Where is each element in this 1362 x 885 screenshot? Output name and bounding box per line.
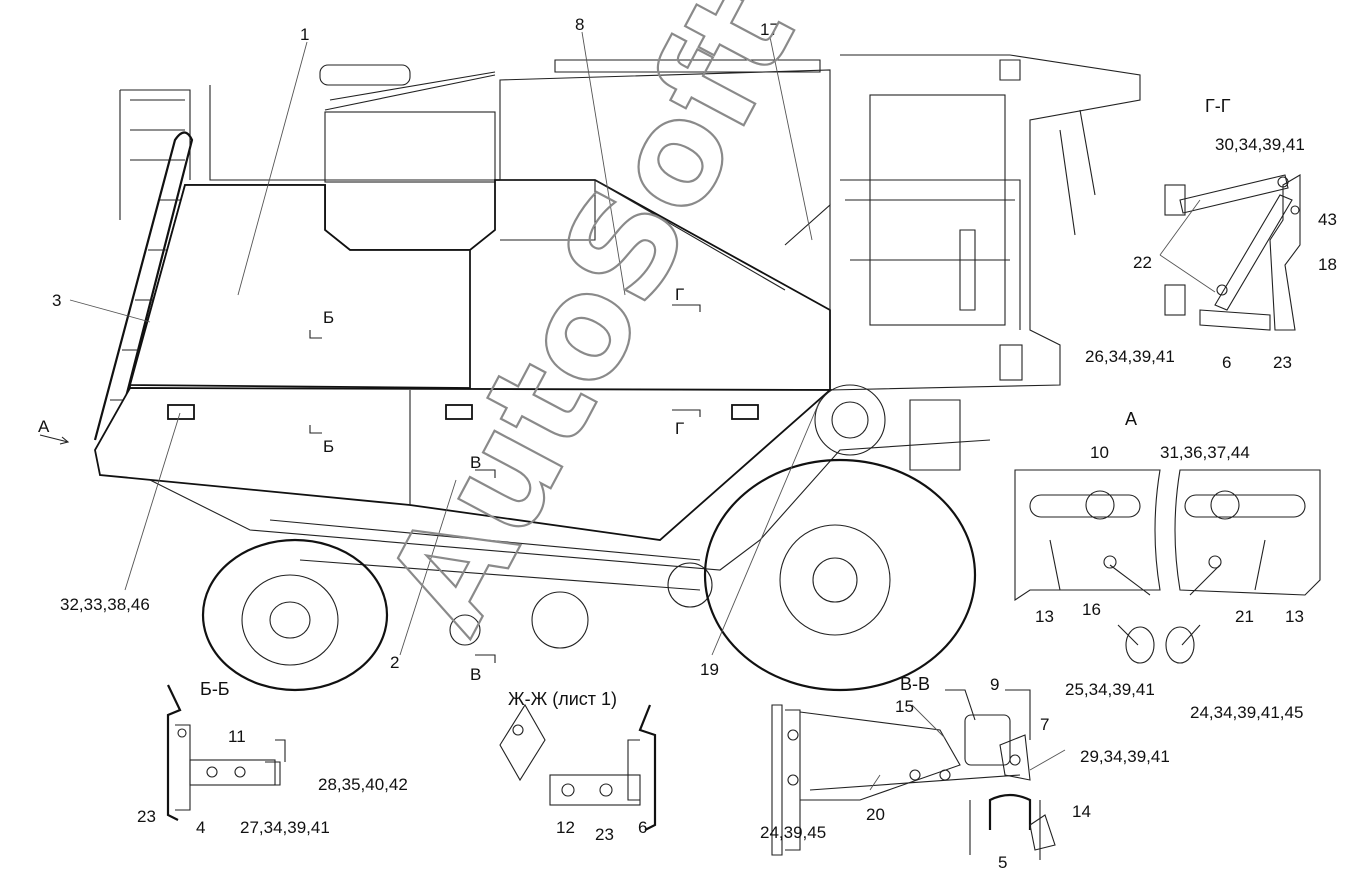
- callout-19: 19: [700, 660, 719, 679]
- section-vv-title: В-В: [900, 674, 930, 694]
- section-zhzh-title: Ж-Ж (лист 1): [508, 689, 617, 709]
- vv-callout-20: 20: [866, 805, 885, 824]
- bb-callout-27: 27,34,39,41: [240, 818, 330, 837]
- callout-3: 3: [52, 291, 61, 310]
- vv-callout-5: 5: [998, 853, 1007, 872]
- gg-callout-26: 26,34,39,41: [1085, 347, 1175, 366]
- gg-callout-22: 22: [1133, 253, 1152, 272]
- bb-callout-23: 23: [137, 807, 156, 826]
- section-bb-title: Б-Б: [200, 679, 230, 699]
- zh-callout-23: 23: [595, 825, 614, 844]
- marker-g-bot: Г: [675, 419, 684, 438]
- marker-b-bot: Б: [323, 437, 334, 456]
- view-a-title: А: [1125, 409, 1137, 429]
- zh-callout-12: 12: [556, 818, 575, 837]
- a-callout-13l: 13: [1035, 607, 1054, 626]
- bb-callout-28: 28,35,40,42: [318, 775, 408, 794]
- marker-a-arrow: А: [38, 417, 50, 436]
- section-zhzh-detail: [499, 703, 657, 831]
- gg-callout-43: 43: [1318, 210, 1337, 229]
- callout-1: 1: [300, 25, 309, 44]
- bb-callout-11: 11: [228, 727, 246, 746]
- callout-32: 32,33,38,46: [60, 595, 150, 614]
- rear-wheel: [703, 458, 977, 692]
- callout-17: 17: [760, 20, 779, 39]
- vv-callout-24: 24,39,45: [760, 823, 826, 842]
- a-callout-21: 21: [1235, 607, 1254, 626]
- gg-callout-18: 18: [1318, 255, 1337, 274]
- view-a-detail: [1014, 469, 1321, 664]
- gg-callout-6: 6: [1222, 353, 1231, 372]
- marker-b-top: Б: [323, 308, 334, 327]
- section-bb-detail: [166, 684, 286, 821]
- vv-callout-7: 7: [1040, 715, 1049, 734]
- gg-callout-30: 30,34,39,41: [1215, 135, 1305, 154]
- vv-callout-9: 9: [990, 675, 999, 694]
- a-callout-16: 16: [1082, 600, 1101, 619]
- gg-callout-23: 23: [1273, 353, 1292, 372]
- section-gg-title: Г-Г: [1205, 96, 1231, 116]
- a-callout-13r: 13: [1285, 607, 1304, 626]
- callout-8: 8: [575, 15, 584, 34]
- a-callout-31: 31,36,37,44: [1160, 443, 1250, 462]
- bb-callout-4: 4: [196, 818, 205, 837]
- section-gg-detail: [1159, 174, 1301, 331]
- combine-side-view: [39, 31, 1141, 692]
- vv-callout-15: 15: [895, 697, 914, 716]
- a-callout-10: 10: [1090, 443, 1109, 462]
- section-vv-detail: [771, 689, 1066, 860]
- front-wheel: [201, 538, 389, 692]
- a-callout-25: 25,34,39,41: [1065, 680, 1155, 699]
- callout-2: 2: [390, 653, 399, 672]
- a-callout-24: 24,34,39,41,45: [1190, 703, 1303, 722]
- marker-v-top: В: [470, 453, 481, 472]
- marker-v-bot: В: [470, 665, 481, 684]
- marker-g-top: Г: [675, 285, 684, 304]
- vv-callout-14: 14: [1072, 802, 1091, 821]
- zh-callout-6: 6: [638, 818, 647, 837]
- vv-callout-29: 29,34,39,41: [1080, 747, 1170, 766]
